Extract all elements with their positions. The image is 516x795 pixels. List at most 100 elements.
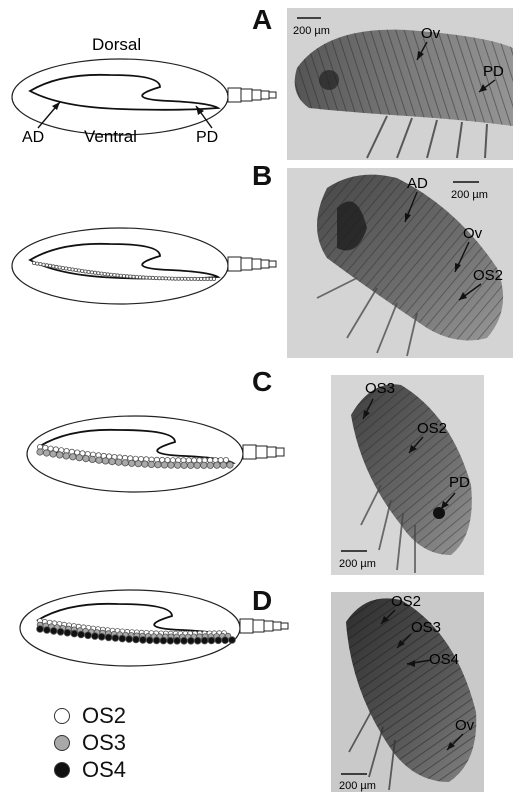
- oocyte-os2: [113, 274, 116, 277]
- oocyte-os2: [32, 261, 35, 264]
- oocyte-os4: [92, 633, 99, 640]
- oocyte-os4: [105, 634, 112, 641]
- oocyte-os2: [187, 277, 190, 280]
- oocyte-os4: [188, 637, 195, 644]
- oocyte-os3: [155, 462, 161, 468]
- oocyte-os2: [58, 266, 61, 269]
- oocyte-os2: [171, 277, 174, 280]
- label-os2-b: OS2: [473, 267, 503, 284]
- label-ov-d: Ov: [455, 717, 475, 734]
- label-os3-c: OS3: [365, 380, 395, 397]
- oocyte-os4: [167, 637, 174, 644]
- oocyte-os3: [161, 462, 167, 468]
- oocyte-os2: [184, 277, 187, 280]
- os4-marker-icon: [54, 762, 70, 778]
- oocyte-os3: [122, 460, 128, 466]
- ventral-label: Ventral: [84, 127, 137, 146]
- label-ov-a: Ov: [421, 25, 441, 42]
- oocyte-os4: [229, 637, 236, 644]
- oocyte-os4: [222, 637, 229, 644]
- oocyte-os2: [65, 267, 68, 270]
- oocyte-os4: [181, 637, 188, 644]
- oocyte-os2: [196, 277, 199, 280]
- oocyte-os3: [89, 456, 95, 462]
- panel-label-b: B: [252, 162, 272, 190]
- oocyte-os3: [70, 454, 76, 460]
- oocyte-os2: [55, 265, 58, 268]
- oocyte-os3: [168, 462, 174, 468]
- oocyte-os2: [122, 274, 125, 277]
- oocyte-os4: [153, 637, 160, 644]
- oocyte-os4: [140, 637, 147, 644]
- oocyte-os3: [214, 462, 220, 468]
- oocyte-os4: [160, 637, 167, 644]
- oocyte-os4: [133, 636, 140, 643]
- oocyte-os4: [112, 635, 119, 642]
- os2-marker-icon: [54, 708, 70, 724]
- oocyte-os2: [148, 276, 151, 279]
- oocyte-os2: [212, 277, 215, 280]
- oocyte-os2: [203, 277, 206, 280]
- ad-label: AD: [22, 129, 44, 146]
- scale-label-c: 200 µm: [339, 558, 376, 570]
- oocyte-os2: [167, 277, 170, 280]
- oocyte-os2: [145, 276, 148, 279]
- label-os2-d: OS2: [391, 593, 421, 610]
- label-ov-b: Ov: [463, 225, 483, 242]
- oocyte-os2: [180, 277, 183, 280]
- oocyte-os4: [208, 637, 215, 644]
- oocyte-os4: [174, 637, 181, 644]
- oocyte-os4: [194, 637, 201, 644]
- micrograph-a: 200 µm Ov PD: [287, 8, 513, 160]
- schematic-b: [0, 216, 290, 316]
- oocyte-os2: [100, 272, 103, 275]
- oocyte-os4: [98, 633, 105, 640]
- oocyte-os4: [146, 637, 153, 644]
- oocyte-os2: [193, 277, 196, 280]
- oocyte-os3: [174, 462, 180, 468]
- oocyte-os2: [200, 277, 203, 280]
- oocyte-os2: [206, 277, 209, 280]
- oocyte-os2: [139, 276, 142, 279]
- oocyte-os2: [42, 263, 45, 266]
- oocyte-os4: [44, 627, 51, 634]
- oocyte-os2: [84, 270, 87, 273]
- oocyte-os3: [57, 452, 63, 458]
- label-pd-c: PD: [449, 474, 470, 491]
- oocyte-os2: [158, 277, 161, 280]
- oocyte-os3: [188, 462, 194, 468]
- oocyte-os2: [116, 274, 119, 277]
- oocyte-os3: [109, 458, 115, 464]
- label-os2-c: OS2: [417, 420, 447, 437]
- oocyte-os2: [103, 272, 106, 275]
- oocyte-os3: [142, 461, 148, 467]
- panel-label-c: C: [252, 368, 272, 396]
- oocyte-os3: [102, 458, 108, 464]
- dorsal-label: Dorsal: [92, 35, 141, 54]
- oocyte-os2: [177, 277, 180, 280]
- oocyte-os4: [201, 637, 208, 644]
- oocyte-os2: [164, 277, 167, 280]
- oocyte-os2: [52, 265, 55, 268]
- oocyte-os3: [129, 460, 135, 466]
- micrograph-d: 200 µm OS2 OS3 OS4 Ov: [331, 592, 484, 792]
- oocyte-os2: [129, 275, 132, 278]
- oocyte-os3: [207, 462, 213, 468]
- oocyte-os2: [61, 266, 64, 269]
- oocyte-os4: [85, 632, 92, 639]
- urosome: [228, 88, 276, 102]
- legend: OS2 OS3 OS4: [54, 704, 126, 785]
- oocyte-os2: [94, 271, 97, 274]
- oocyte-os3: [83, 455, 89, 461]
- legend-item-os3: OS3: [54, 731, 126, 755]
- oocyte-os4: [119, 635, 126, 642]
- oocyte-os2: [39, 263, 42, 266]
- oocyte-os4: [126, 636, 133, 643]
- oocyte-os3: [194, 462, 200, 468]
- pd-label: PD: [196, 129, 218, 146]
- oocyte-os4: [71, 630, 78, 637]
- oocyte-os4: [215, 637, 222, 644]
- oocyte-os3: [227, 462, 233, 468]
- label-pd-a: PD: [483, 63, 504, 80]
- oocyte-os2: [90, 271, 93, 274]
